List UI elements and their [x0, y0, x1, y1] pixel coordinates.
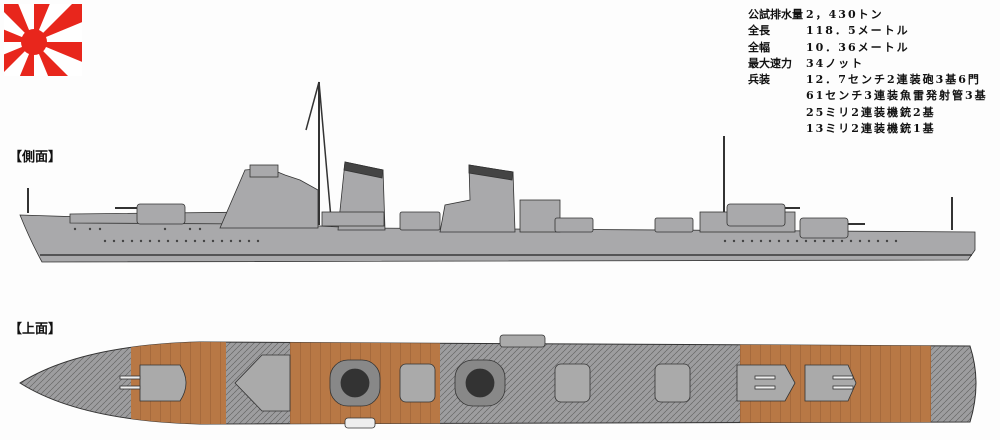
spec-value: 118．5メートル — [806, 24, 910, 38]
spec-label: 最大速力 — [748, 56, 792, 70]
rising-sun-flag-icon — [4, 4, 82, 76]
porthole — [198, 227, 202, 231]
porthole — [849, 239, 853, 243]
porthole — [139, 239, 143, 243]
porthole — [247, 239, 251, 243]
porthole — [876, 239, 880, 243]
porthole — [229, 239, 233, 243]
torpedo-launcher — [399, 363, 436, 403]
porthole — [256, 239, 260, 243]
porthole — [112, 239, 116, 243]
porthole — [885, 239, 889, 243]
spec-value: 12．7センチ2連装砲3基6門 — [806, 73, 981, 87]
torpedo-launcher — [554, 217, 594, 233]
bridge — [219, 167, 319, 229]
aft-turret — [726, 203, 786, 227]
porthole — [238, 239, 242, 243]
porthole — [73, 227, 77, 231]
porthole — [157, 239, 161, 243]
spec-row: 最大速力 34ノット — [748, 56, 988, 72]
aft-turret — [804, 364, 857, 402]
porthole — [858, 239, 862, 243]
porthole — [211, 239, 215, 243]
spec-value: 2，430トン — [806, 8, 884, 21]
top-view-label: 【上面】 — [9, 322, 62, 337]
torpedo-launcher — [554, 363, 591, 403]
forward-turret — [139, 364, 187, 402]
torpedo-launcher — [654, 217, 694, 233]
spec-label: 公試排水量 — [748, 8, 803, 21]
porthole — [175, 239, 179, 243]
porthole — [88, 227, 92, 231]
porthole — [795, 239, 799, 243]
spec-label: 全幅 — [748, 40, 770, 54]
spec-row: 全長 118．5メートル — [748, 23, 988, 39]
porthole — [741, 239, 745, 243]
porthole — [166, 239, 170, 243]
porthole — [804, 239, 808, 243]
porthole — [184, 239, 188, 243]
porthole — [202, 239, 206, 243]
porthole — [768, 239, 772, 243]
spec-row: 兵装 12．7センチ2連装砲3基6門 61センチ3連装魚雷発射管3基 25ミリ2連装機… — [748, 72, 988, 137]
spec-value: 13ミリ2連装機銃1基 — [806, 122, 936, 136]
porthole — [723, 239, 727, 243]
spec-value: 61センチ3連装魚雷発射管3基 — [806, 89, 988, 103]
spec-label: 全長 — [748, 24, 770, 38]
porthole — [867, 239, 871, 243]
porthole — [732, 239, 736, 243]
porthole — [103, 239, 107, 243]
bridge — [234, 354, 291, 412]
porthole — [148, 239, 152, 243]
ship-side-view — [19, 81, 976, 263]
porthole — [822, 239, 826, 243]
spec-row: 全幅 10．36メートル — [748, 40, 988, 56]
torpedo-launcher — [654, 363, 691, 403]
porthole — [840, 239, 844, 243]
ship-top-view — [19, 334, 977, 429]
spec-value: 10．36メートル — [806, 40, 910, 54]
porthole — [163, 227, 167, 231]
porthole — [98, 227, 102, 231]
porthole — [813, 239, 817, 243]
spec-value: 34ノット — [806, 56, 865, 70]
porthole — [750, 239, 754, 243]
forward-turret — [136, 203, 186, 225]
spec-value: 25ミリ2連装機銃2基 — [806, 105, 936, 119]
porthole — [894, 239, 898, 243]
side-view-label: 【側面】 — [9, 150, 62, 165]
porthole — [777, 239, 781, 243]
porthole — [121, 239, 125, 243]
porthole — [188, 227, 192, 231]
aft-turret — [799, 217, 849, 239]
porthole — [220, 239, 224, 243]
porthole — [786, 239, 790, 243]
searchlight-tower — [519, 199, 561, 233]
aft-turret — [736, 364, 796, 402]
porthole — [130, 239, 134, 243]
porthole — [193, 239, 197, 243]
torpedo-launcher — [399, 211, 441, 231]
porthole — [759, 239, 763, 243]
porthole — [831, 239, 835, 243]
spec-label: 兵装 — [748, 73, 770, 87]
